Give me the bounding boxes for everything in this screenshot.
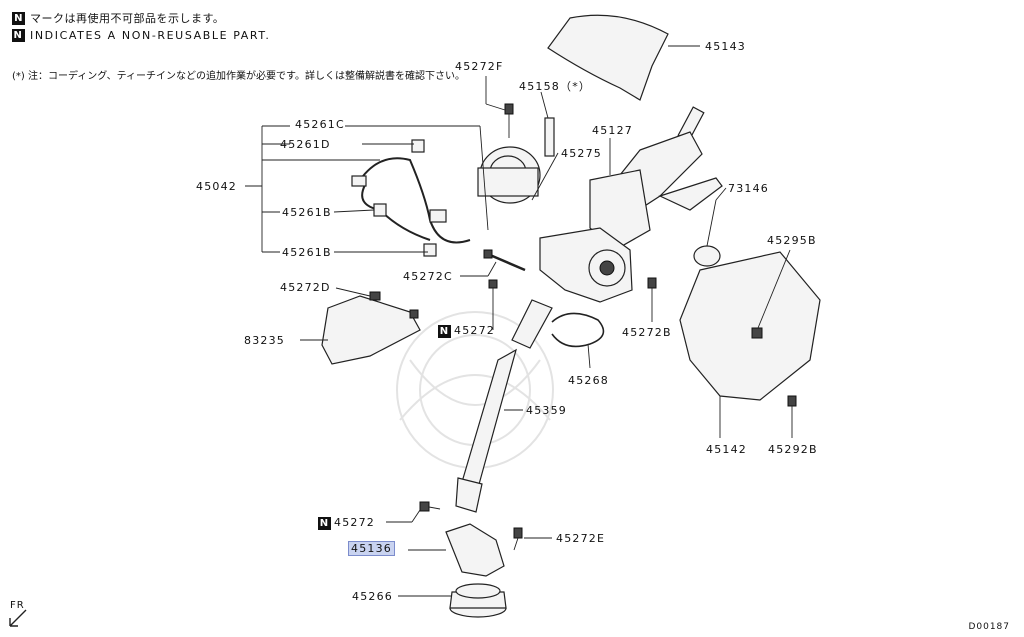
- callout-45158[interactable]: 45158（*）: [519, 80, 592, 93]
- clip-45295b[interactable]: [751, 327, 763, 339]
- front-label: FR: [10, 600, 25, 611]
- diagram-id: D00187: [968, 622, 1010, 632]
- callout-45275[interactable]: 45275: [561, 147, 602, 160]
- band-clamp[interactable]: [551, 312, 605, 348]
- callout-45136-highlighted[interactable]: 45136: [348, 541, 395, 556]
- sensor-pin[interactable]: [544, 117, 555, 157]
- steering-column[interactable]: [589, 106, 723, 251]
- callout-83235[interactable]: 83235: [244, 334, 285, 347]
- front-direction-arrow: [9, 609, 27, 627]
- screw-45292b[interactable]: [787, 395, 797, 407]
- lower-column-cover[interactable]: [679, 251, 821, 401]
- callout-45261d[interactable]: 45261D: [280, 138, 331, 151]
- callout-45272f[interactable]: 45272F: [455, 60, 504, 73]
- bolt-45272-lower[interactable]: [419, 501, 441, 512]
- dust-boot[interactable]: [445, 523, 505, 577]
- legend-en: N INDICATES A NON-REUSABLE PART.: [12, 29, 270, 42]
- callout-45268[interactable]: 45268: [568, 374, 609, 387]
- callout-45143[interactable]: 45143: [705, 40, 746, 53]
- grommet[interactable]: [693, 245, 721, 267]
- seal-45266[interactable]: [449, 583, 507, 618]
- legend-jp: N マークは再使用不可部品を示します。: [12, 10, 224, 26]
- wiring-harness[interactable]: [351, 139, 471, 257]
- callout-45272e[interactable]: 45272E: [556, 532, 606, 545]
- non-reusable-symbol: N: [12, 29, 25, 42]
- gear-housing[interactable]: [539, 227, 633, 303]
- non-reusable-symbol: N: [438, 325, 451, 338]
- callout-45272b[interactable]: 45272B: [622, 326, 672, 339]
- motor-ecu-unit[interactable]: [477, 146, 541, 204]
- bolt-45272f[interactable]: [504, 103, 514, 138]
- callout-45359[interactable]: 45359: [526, 404, 567, 417]
- bolt-45272-upper[interactable]: [488, 279, 498, 302]
- callout-45142[interactable]: 45142: [706, 443, 747, 456]
- legend-jp-text: マークは再使用不可部品を示します。: [30, 12, 225, 25]
- additional-work-note: (*) 注：コーディング、ティーチインなどの追加作業が必要です。詳しくは整備解説…: [12, 71, 465, 82]
- callout-45292b[interactable]: 45292B: [768, 443, 818, 456]
- bolt-45272b[interactable]: [647, 277, 657, 302]
- bolt-45272e[interactable]: [513, 527, 523, 551]
- callout-73146[interactable]: 73146: [728, 182, 769, 195]
- non-reusable-symbol: N: [12, 11, 25, 25]
- non-reusable-symbol: N: [318, 517, 331, 530]
- callout-45272d[interactable]: 45272D: [280, 281, 331, 294]
- intermediate-shaft[interactable]: [455, 299, 553, 513]
- callout-45266[interactable]: 45266: [352, 590, 393, 603]
- callout-45042[interactable]: 45042: [196, 180, 237, 193]
- upper-column-cover[interactable]: [547, 14, 669, 101]
- callout-45295b[interactable]: 45295B: [767, 234, 817, 247]
- callout-45261c[interactable]: 45261C: [295, 118, 345, 131]
- callout-45261b-upper[interactable]: 45261B: [282, 206, 332, 219]
- callout-45261b-lower[interactable]: 45261B: [282, 246, 332, 259]
- callout-45127[interactable]: 45127: [592, 124, 633, 137]
- callout-45272c[interactable]: 45272C: [403, 270, 453, 283]
- bolt-45272c[interactable]: [483, 249, 526, 272]
- legend-en-text: INDICATES A NON-REUSABLE PART.: [30, 29, 271, 42]
